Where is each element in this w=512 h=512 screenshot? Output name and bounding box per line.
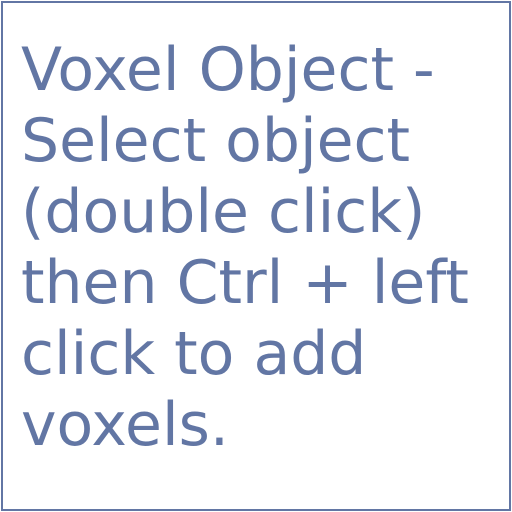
help-message: Voxel Object - Select object (double cli… [21,35,469,460]
